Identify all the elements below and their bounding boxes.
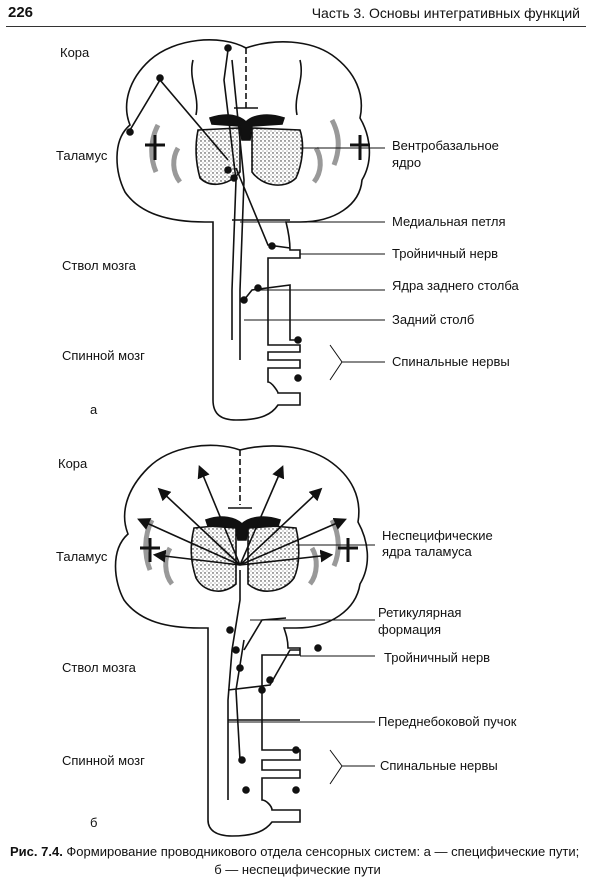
figure-caption: Рис. 7.4. Формирование проводникового от… (10, 843, 585, 879)
label-reticular-2-b: формация (378, 622, 441, 637)
nonspecific-nuclei-left-b (190, 523, 237, 592)
label-cortex-a: Кора (60, 45, 90, 60)
label-anterolateral-b: Переднебоковой пучок (378, 714, 517, 729)
label-medial-lemniscus-a: Медиальная петля (392, 214, 506, 229)
label-ventrobasal-2-a: ядро (392, 155, 421, 170)
label-dorsal-column-a: Задний столб (392, 312, 474, 327)
diagram-b (114, 444, 375, 837)
ventrobasal-nucleus-right-a (251, 127, 304, 186)
figure-diagram: Кора Таламус Ствол мозга Спинной мозг а … (56, 39, 520, 837)
label-spinal-cord-b: Спинной мозг (62, 753, 145, 768)
label-trigeminal-a: Тройничный нерв (392, 246, 498, 261)
caption-text-line2: б — неспецифические пути (214, 862, 381, 877)
caption-label: Рис. 7.4. (10, 844, 63, 859)
header-rule (6, 26, 586, 27)
label-thalamus-a: Таламус (56, 148, 108, 163)
label-reticular-b: Ретикулярная (378, 605, 461, 620)
label-spinal-nerves-b: Спинальные нервы (380, 758, 498, 773)
label-cortex-b: Кора (58, 456, 88, 471)
label-brainstem-b: Ствол мозга (62, 660, 137, 675)
label-nonspecific-2-b: ядра таламуса (382, 544, 472, 559)
label-dorsal-column-nuclei-a: Ядра заднего столба (392, 278, 520, 293)
label-spinal-cord-a: Спинной мозг (62, 348, 145, 363)
panel-letter-a: а (90, 402, 98, 417)
running-title: Часть 3. Основы интегративных функций (311, 5, 580, 21)
label-brainstem-a: Ствол мозга (62, 258, 137, 273)
brain-outline-a (116, 39, 371, 421)
label-nonspecific-b: Неспецифические (382, 528, 493, 543)
caption-text-line1: Формирование проводникового отдела сенсо… (62, 844, 580, 859)
brain-outline-b (114, 444, 369, 837)
page-number: 226 (8, 4, 34, 21)
panel-letter-b: б (90, 815, 97, 830)
label-thalamus-b: Таламус (56, 549, 108, 564)
label-trigeminal-b: Тройничный нерв (384, 650, 490, 665)
nonspecific-nuclei-right-b (247, 523, 300, 592)
diagram-a (116, 39, 385, 421)
label-spinal-nerves-a: Спинальные нервы (392, 354, 510, 369)
label-ventrobasal-a: Вентробазальное (392, 138, 499, 153)
